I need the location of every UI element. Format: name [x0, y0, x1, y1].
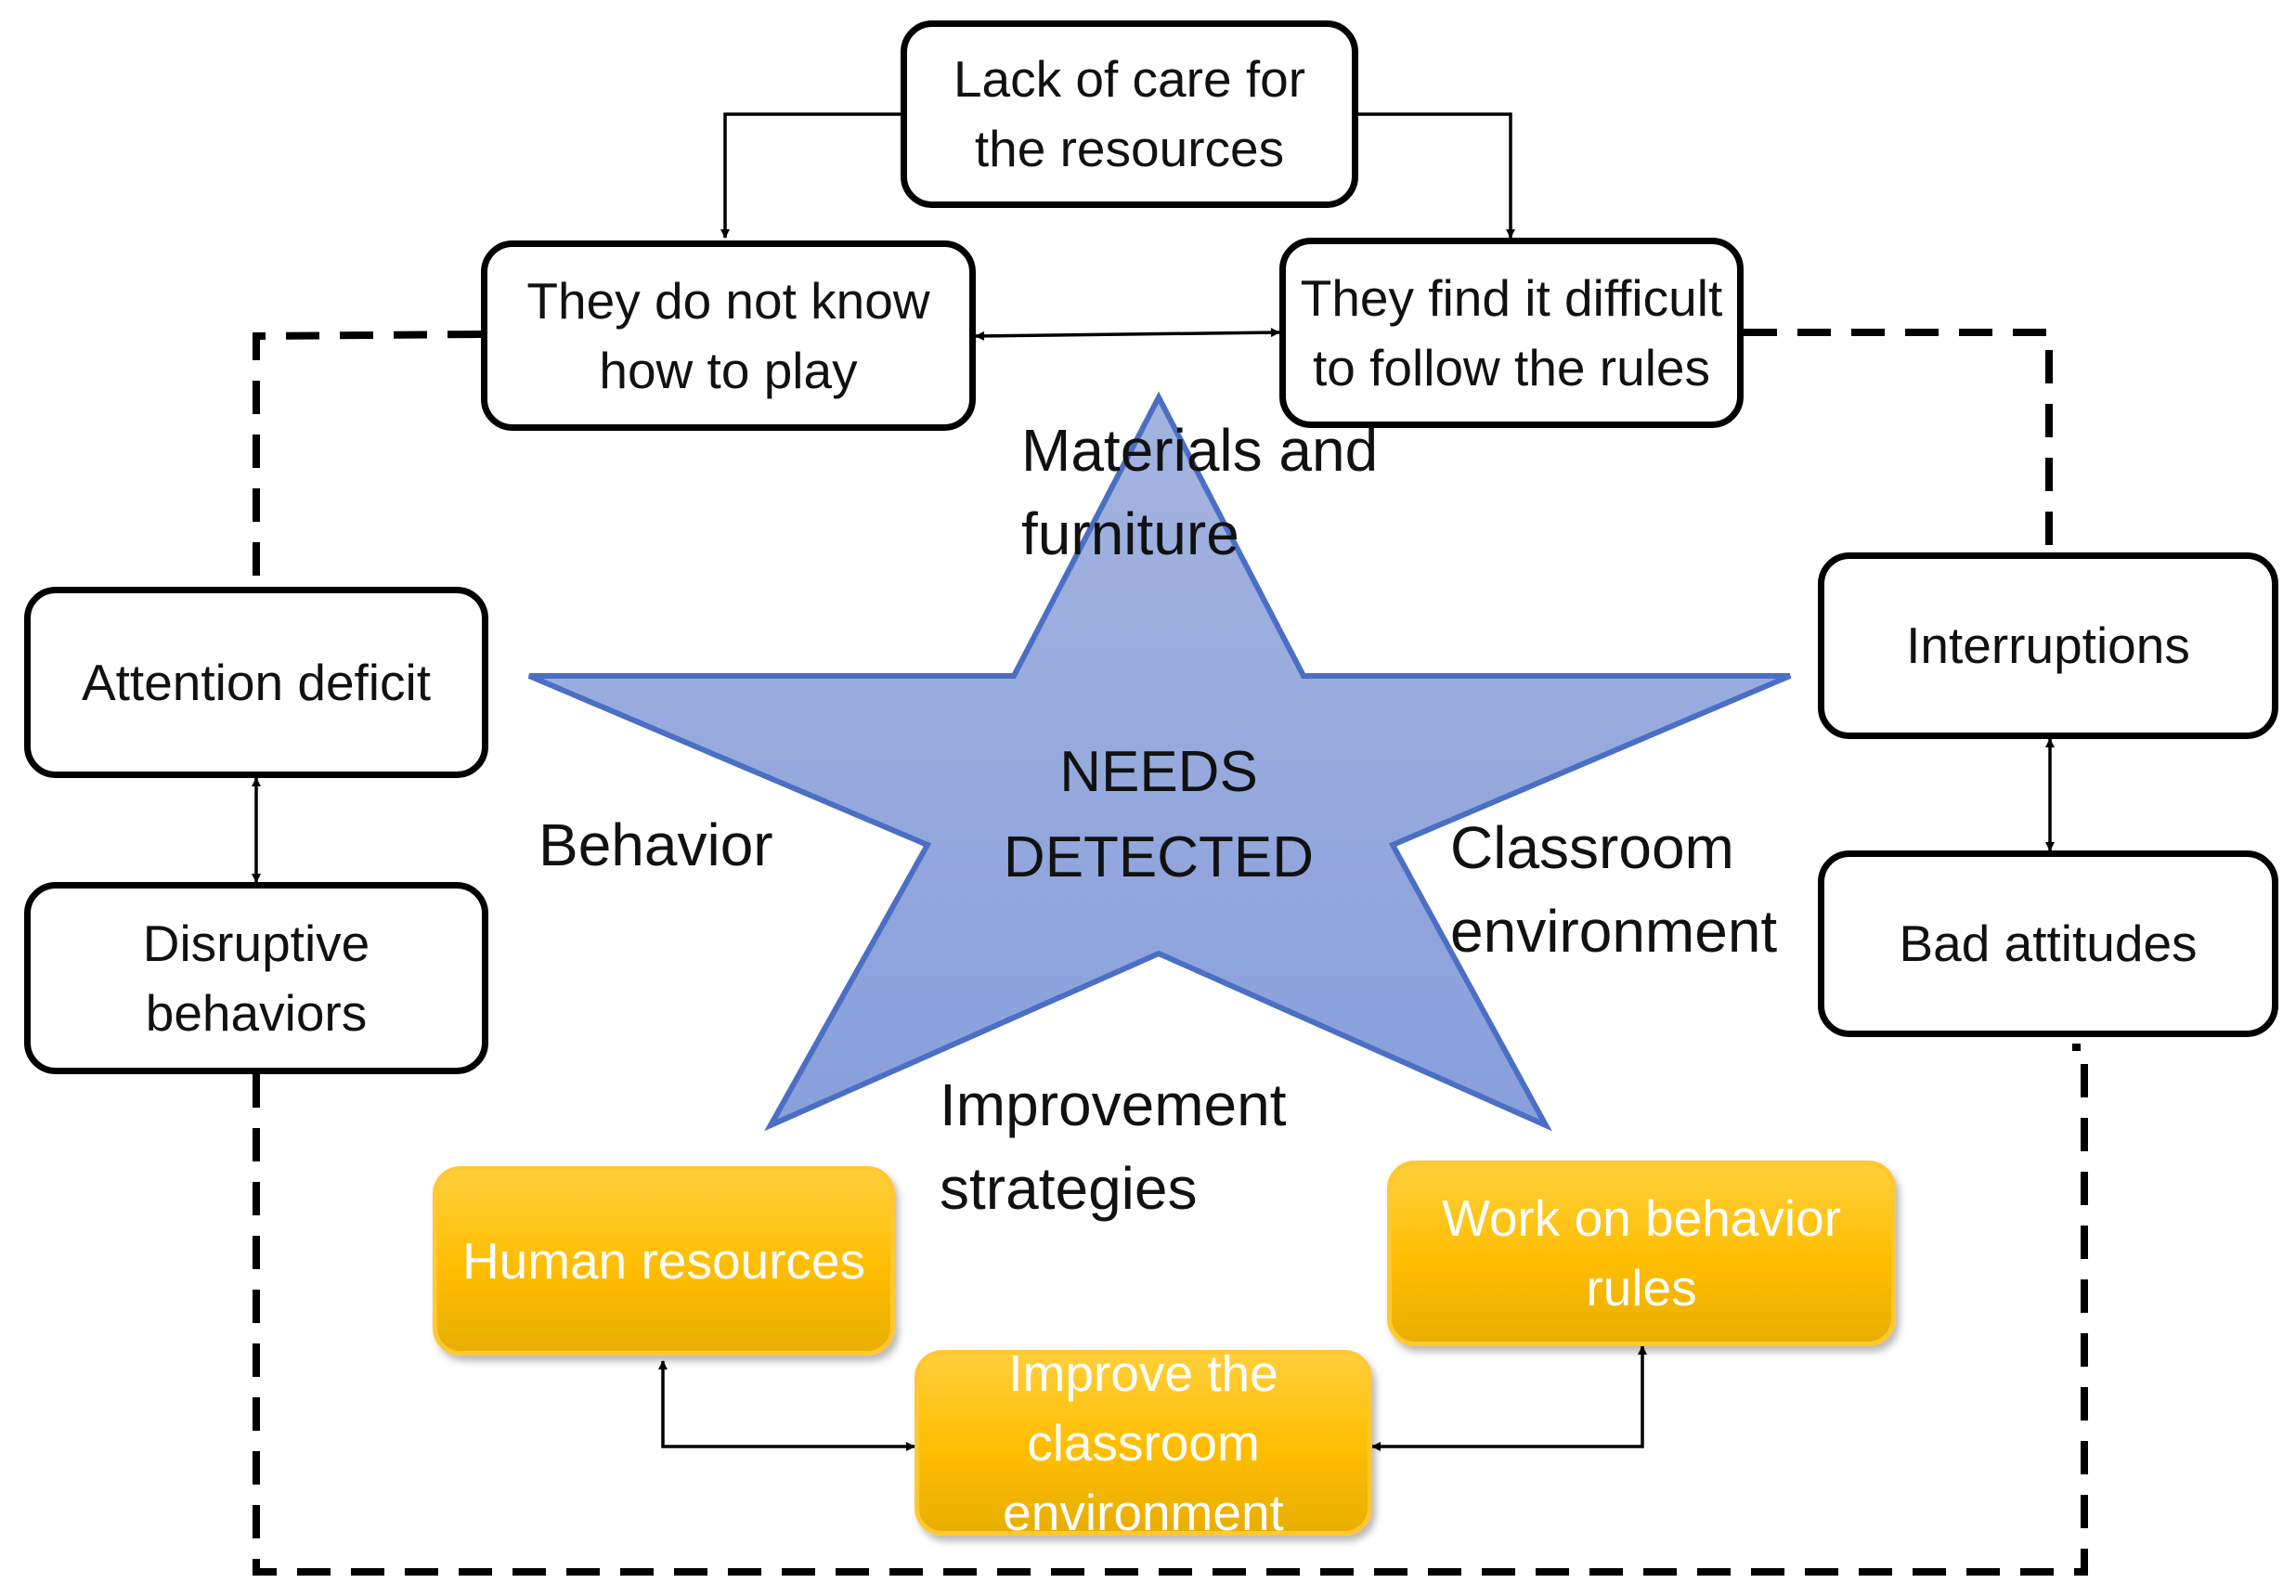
- label-improvement-text: Improvement strategies: [940, 1071, 1287, 1222]
- star-center-line1: NEEDS: [1059, 740, 1258, 804]
- arrow-human-improve: [658, 1360, 915, 1451]
- box-interruptions-text: Interruptions: [1906, 616, 2190, 674]
- box-lack-of-care: Lack of care for the resources: [901, 20, 1358, 208]
- label-materials: Materials and furniture: [1021, 409, 1467, 576]
- box-difficult-rules-text: They find it difficult to follow the rul…: [1300, 268, 1723, 396]
- box-difficult-rules: They find it difficult to follow the rul…: [1279, 238, 1744, 428]
- star-center-label: NEEDS DETECTED: [973, 730, 1344, 901]
- dashed-bottom: [253, 1044, 2088, 1576]
- box-human-resources: Human resources: [433, 1166, 895, 1356]
- star-center-line2: DETECTED: [1003, 825, 1315, 889]
- label-materials-text: Materials and furniture: [1021, 417, 1379, 567]
- box-do-not-know-text: They do not know how to play: [526, 271, 930, 399]
- box-bad-attitudes: Bad attitudes: [1818, 850, 2278, 1037]
- box-human-resources-text: Human resources: [461, 1231, 866, 1290]
- box-work-on-rules: Work on behavior rules: [1387, 1161, 1896, 1346]
- box-bad-attitudes-text: Bad attitudes: [1899, 915, 2198, 972]
- dashed-left-top: [253, 331, 482, 587]
- label-classroom: Classroom environment: [1450, 806, 1840, 973]
- box-interruptions: Interruptions: [1818, 552, 2278, 739]
- arrow-play-rules: [975, 328, 1280, 341]
- label-behavior-text: Behavior: [538, 811, 773, 878]
- box-lack-of-care-text: Lack of care for the resources: [953, 50, 1306, 177]
- box-disruptive-text: Disruptive behaviors: [142, 914, 370, 1042]
- box-improve-classroom-text: Improve the classroom environment: [1003, 1350, 1284, 1536]
- box-do-not-know: They do not know how to play: [481, 240, 976, 431]
- box-work-on-rules-text: Work on behavior rules: [1441, 1189, 1842, 1317]
- box-improve-classroom: Improve the classroom environment: [915, 1350, 1372, 1536]
- arrow-improve-rules: [1371, 1345, 1647, 1451]
- label-improvement: Improvement strategies: [940, 1063, 1367, 1230]
- label-behavior: Behavior: [538, 803, 773, 887]
- needs-star: [527, 391, 1792, 1132]
- box-disruptive: Disruptive behaviors: [24, 882, 488, 1074]
- label-classroom-text: Classroom environment: [1450, 814, 1778, 965]
- arrow-care-to-play: [720, 112, 901, 239]
- dashed-right-top: [1744, 329, 2053, 552]
- box-attention-deficit: Attention deficit: [24, 587, 488, 778]
- arrow-care-to-rules: [1358, 112, 1515, 239]
- box-attention-deficit-text: Attention deficit: [81, 653, 432, 711]
- dashed-frame: [253, 329, 2088, 1576]
